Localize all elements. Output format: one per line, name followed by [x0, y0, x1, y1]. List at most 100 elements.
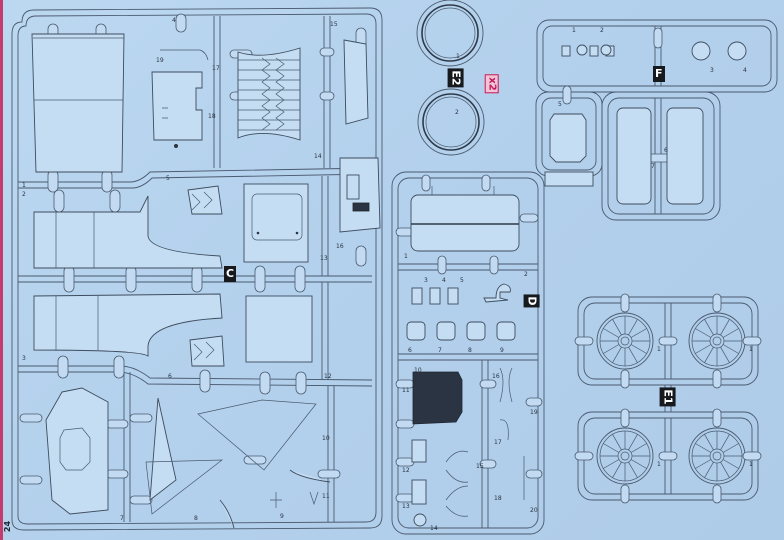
wheel-spoke	[603, 344, 620, 354]
part-number: 7	[120, 515, 124, 522]
part-number: 12	[402, 467, 410, 474]
wheel-spoke	[612, 319, 622, 336]
part-c-floor-pan	[45, 387, 109, 515]
wheel-rim	[709, 448, 725, 464]
part-number: 14	[430, 525, 438, 532]
part-number: 7	[651, 163, 655, 170]
part-c-dash-panel	[151, 49, 209, 148]
part-number: 1	[456, 53, 460, 60]
part-c-plate	[339, 157, 381, 233]
part-number: 2	[22, 191, 26, 198]
sprue-c-part-numbers: 1 2 3 4 5 6 7 8 9 10 11 12 13 14 15 16 1…	[22, 17, 344, 522]
part-number: 14	[314, 153, 322, 160]
wheel-spoke	[603, 328, 620, 338]
wheel-spoke	[612, 434, 622, 451]
wheel-spoke	[628, 434, 638, 451]
part-number: 11	[322, 493, 330, 500]
wheel-spoke	[695, 328, 712, 338]
wheel-rim	[620, 451, 630, 461]
part-c-roof-panel	[31, 33, 125, 173]
part-number: 17	[212, 65, 220, 72]
sprue-gate	[620, 293, 630, 313]
sprue-gate	[620, 484, 630, 504]
part-number: 4	[172, 17, 176, 24]
part-number: 16	[336, 243, 344, 250]
wheel-rim	[712, 451, 722, 461]
sprue-gate	[658, 336, 678, 346]
wheel-spoke	[720, 346, 730, 363]
wheel-rim	[709, 333, 725, 349]
part-c-small-bits	[219, 469, 331, 529]
part-number: 13	[402, 503, 410, 510]
wheel-spoke	[612, 346, 622, 363]
part-c-door-panel-lower	[245, 295, 313, 363]
wheel-spoke	[704, 461, 714, 478]
wheel-spoke	[695, 344, 712, 354]
part-number: 11	[402, 387, 410, 394]
wheel-spoke	[630, 459, 647, 469]
sprue-label-e2: E2	[447, 68, 464, 88]
wheel-spoke	[630, 328, 647, 338]
wheel-spoke	[603, 443, 620, 453]
sprue-gate	[712, 484, 722, 504]
wheel-spoke	[722, 328, 739, 338]
part-number: 3	[710, 67, 714, 74]
page-number: 24	[3, 520, 13, 533]
wheel-rim	[617, 333, 633, 349]
wheel-spoke	[704, 319, 714, 336]
part-c-seat-back-lower	[189, 335, 225, 367]
part-number: 15	[330, 21, 338, 28]
wheel-spoke	[704, 346, 714, 363]
sprue-e1-part-numbers: 1 1 1 1	[657, 346, 753, 468]
wheel-spoke	[603, 459, 620, 469]
sprue-gate	[620, 408, 630, 428]
wheel-rim	[712, 336, 722, 346]
part-number: 15	[476, 463, 484, 470]
part-c-frame-triangle	[145, 397, 317, 515]
part-c-seat-back-upper	[187, 185, 223, 215]
part-number: 18	[208, 113, 216, 120]
part-number: 20	[530, 507, 538, 514]
wheel-spoke	[630, 344, 647, 354]
part-number: 19	[530, 409, 538, 416]
sprue-d-parts: 1 2 3 4 5 6 7 8 9 10 11 12 13 14 15 16 1…	[402, 186, 538, 532]
wheel-spoke	[720, 319, 730, 336]
wheel-spoke	[720, 434, 730, 451]
sprue-label-c: C	[224, 266, 237, 282]
part-number: 2	[455, 109, 459, 116]
part-number: 5	[166, 175, 170, 182]
part-c-side-rail	[343, 39, 369, 125]
wheel-part	[596, 427, 654, 485]
part-number: 8	[194, 515, 198, 522]
part-number: 1	[404, 253, 408, 260]
part-c-seat-cushion	[237, 47, 301, 141]
part-number: 5	[460, 277, 464, 284]
sprue-f-parts: 1 2 3 4 5 6 7	[544, 27, 747, 205]
part-number: 1	[657, 461, 661, 468]
part-number: 7	[438, 347, 442, 354]
part-number: 1	[749, 346, 753, 353]
part-number: 16	[492, 373, 500, 380]
wheel-part	[688, 312, 746, 370]
wheel-spoke	[704, 434, 714, 451]
part-number: 2	[600, 27, 604, 34]
wheel-rim	[596, 312, 654, 370]
wheel-rim	[596, 427, 654, 485]
part-number: 17	[494, 439, 502, 446]
part-number: 6	[664, 147, 668, 154]
sprue-gate	[742, 336, 762, 346]
sprue-label-e1: E1	[659, 387, 676, 407]
part-number: 1	[657, 346, 661, 353]
wheel-spoke	[612, 461, 622, 478]
page-edge	[0, 0, 3, 540]
wheel-spoke	[722, 344, 739, 354]
wheel-spoke	[628, 346, 638, 363]
part-number: 4	[442, 277, 446, 284]
part-number: 9	[280, 513, 284, 520]
part-number: 4	[743, 67, 747, 74]
part-number: 2	[524, 271, 528, 278]
part-number: 13	[320, 255, 328, 262]
wheel-spoke	[722, 459, 739, 469]
